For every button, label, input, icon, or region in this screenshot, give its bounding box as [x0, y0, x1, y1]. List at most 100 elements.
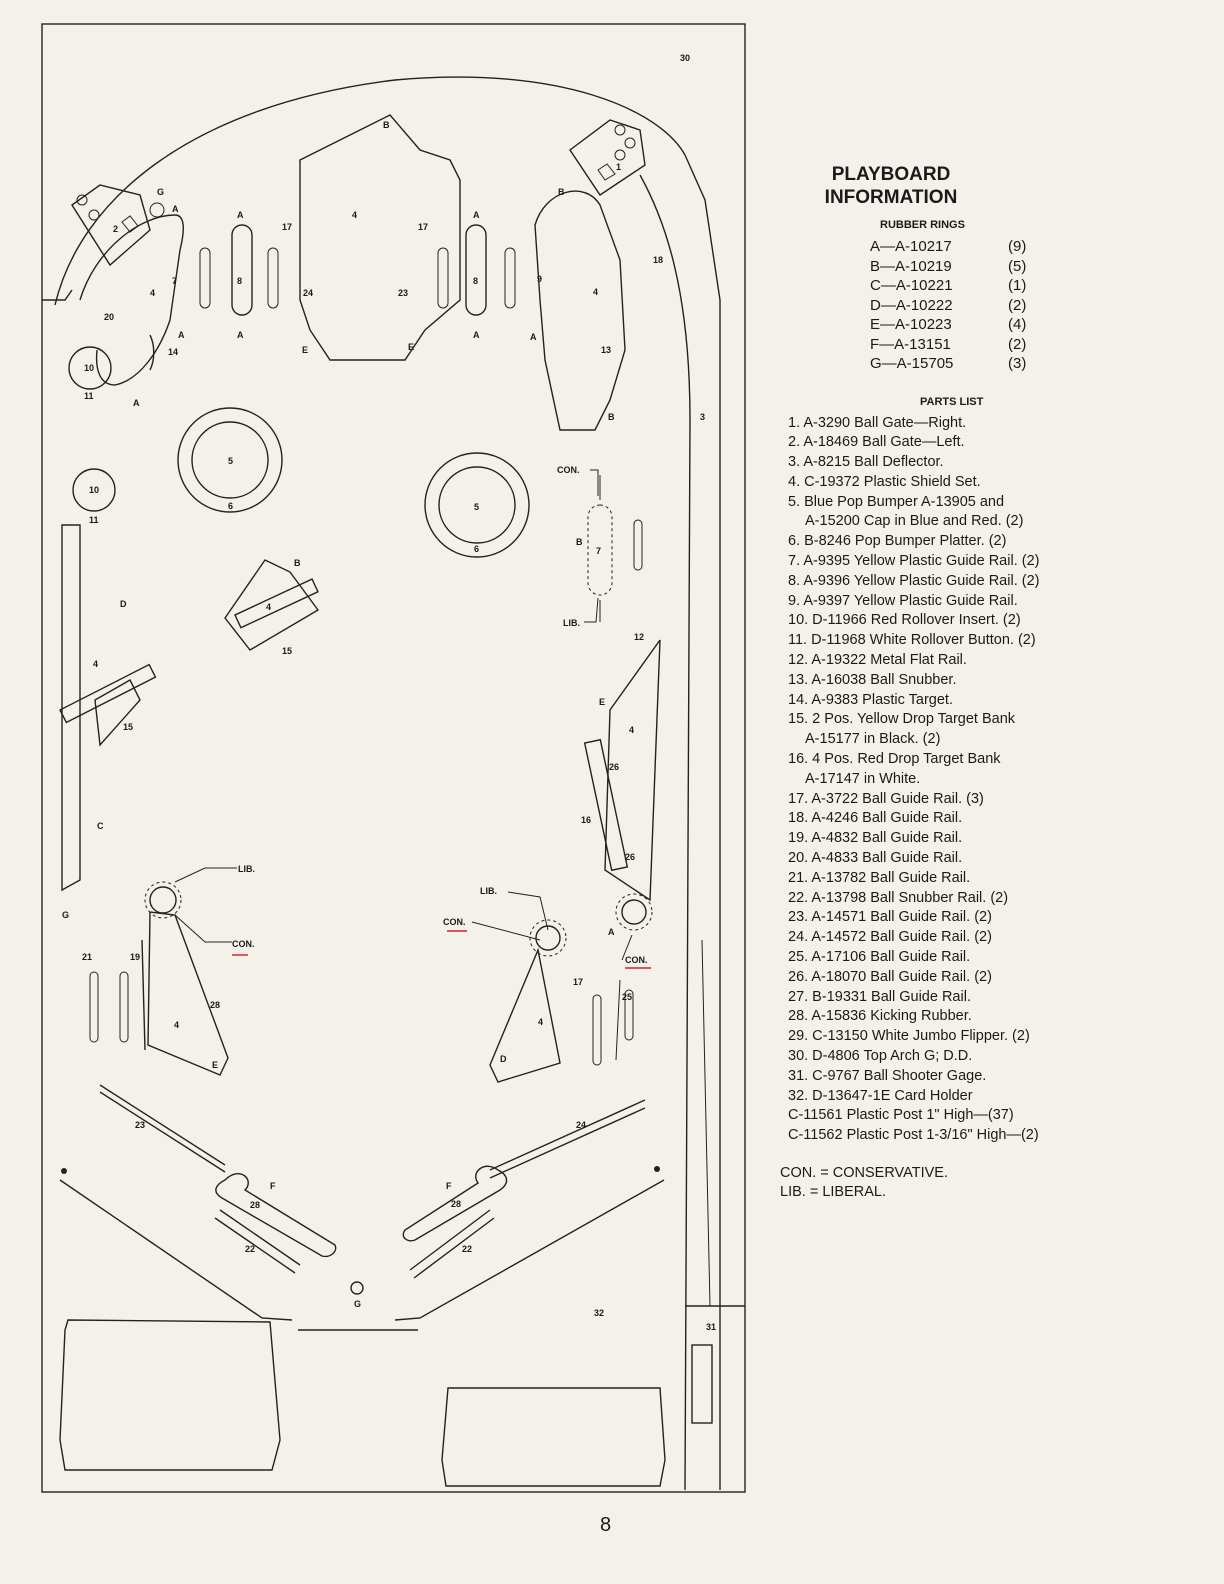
- title-line-1: PLAYBOARD: [831, 164, 951, 185]
- left-side-rail: [61, 524, 81, 892]
- label-10a: 10: [84, 363, 94, 373]
- card-holder-slot: [691, 1344, 713, 1424]
- letter-B2: B: [558, 187, 565, 197]
- label-14: 14: [168, 347, 178, 357]
- letter-A3: A: [473, 210, 480, 220]
- letter-A2: A: [237, 210, 244, 220]
- ring-code: G—A-15705: [870, 355, 954, 372]
- letter-A5: A: [237, 330, 244, 340]
- part-item-continued: A-17147 in White.: [805, 770, 921, 787]
- ring-qty: (5): [1008, 257, 1027, 275]
- ring-qty: (3): [1008, 355, 1027, 372]
- rollover-button-upper: [68, 346, 112, 390]
- left-outlane-guide: [59, 1179, 293, 1321]
- label-4g: 4: [174, 1020, 179, 1030]
- letter-B1: B: [383, 120, 390, 130]
- label-28b: 28: [250, 1200, 260, 1210]
- left-drop-target-bank: [59, 663, 157, 724]
- rubber-ring-row: G—A-15705 (3): [870, 354, 1100, 374]
- label-15b: 15: [123, 722, 133, 732]
- left-slingshot: [147, 911, 229, 1076]
- rubber-ring-row: A—A-10217 (9): [870, 237, 1100, 257]
- letter-A7: A: [530, 332, 537, 342]
- left-pop-bumper: [177, 407, 283, 513]
- part-item: 12. A-19322 Metal Flat Rail.: [788, 652, 967, 669]
- label-4f: 4: [629, 725, 634, 735]
- letter-F2: F: [446, 1181, 452, 1191]
- right-top-shield: [534, 190, 626, 431]
- label-2: 2: [113, 224, 118, 234]
- letter-A6: A: [473, 330, 480, 340]
- label-28a: 28: [210, 1000, 220, 1010]
- rubber-rings-list: A—A-10217(9) B—A-10219(5) C—A-10221(1) D…: [770, 237, 1100, 374]
- part-item: 18. A-4246 Ball Guide Rail.: [788, 810, 963, 827]
- part-item: 30. D-4806 Top Arch G; D.D.: [788, 1048, 973, 1064]
- part-item: 14. A-9383 Plastic Target.: [788, 691, 953, 708]
- label-lib-center: LIB.: [480, 886, 497, 896]
- top-arch: [54, 76, 686, 306]
- label-con-right: CON.: [625, 955, 648, 965]
- letter-D1: D: [120, 599, 127, 609]
- letter-A9: A: [608, 927, 615, 937]
- playfield-border: [41, 23, 746, 1493]
- label-28c: 28: [451, 1199, 461, 1209]
- part-item: 25. A-17106 Ball Guide Rail.: [788, 949, 971, 966]
- label-6b: 6: [474, 544, 479, 554]
- part-item: 27. B-19331 Ball Guide Rail.: [788, 988, 971, 1005]
- label-4c: 4: [593, 287, 598, 297]
- part-item: 4. C-19372 Plastic Shield Set.: [788, 473, 981, 490]
- label-30: 30: [680, 53, 690, 63]
- letter-E4: E: [212, 1060, 218, 1070]
- right-ball-gate: [569, 119, 646, 196]
- label-10b: 10: [89, 485, 99, 495]
- part-item: 21. A-13782 Ball Guide Rail.: [788, 869, 971, 886]
- part-item: 5. Blue Pop Bumper A-13905 and: [788, 493, 1005, 510]
- letter-B4: B: [576, 537, 583, 547]
- label-32: 32: [594, 1308, 604, 1318]
- left-flipper: [215, 1173, 337, 1258]
- label-24b: 24: [576, 1120, 586, 1130]
- rubber-ring-row: E—A-10223(4): [870, 315, 1100, 335]
- label-4h: 4: [538, 1017, 543, 1027]
- part-item: 6. B-8246 Pop Bumper Platter. (2): [788, 533, 1007, 550]
- label-4a: 4: [150, 288, 155, 298]
- right-flipper: [402, 1165, 508, 1242]
- label-con-left: CON.: [232, 939, 255, 949]
- label-13: 13: [601, 345, 611, 355]
- part-item: 26. A-18070 Ball Guide Rail. (2): [788, 968, 992, 985]
- label-23a: 23: [135, 1120, 145, 1130]
- letter-B3: B: [608, 412, 615, 422]
- right-slingshot: [489, 947, 561, 1083]
- label-26b: 26: [625, 852, 635, 862]
- ring-code: B—A-10219: [870, 257, 952, 275]
- part-item: 22. A-13798 Ball Snubber Rail. (2): [788, 889, 1009, 906]
- ring-qty: (4): [1008, 316, 1027, 333]
- four-bank-drop-target: [583, 738, 629, 872]
- part-item: 1. A-3290 Ball Gate—Right.: [788, 414, 967, 431]
- center-drop-target-shield: [224, 559, 320, 651]
- letter-E2: E: [408, 342, 414, 352]
- label-22a: 22: [245, 1244, 255, 1254]
- label-lib-left: LIB.: [238, 864, 255, 874]
- label-4e: 4: [93, 659, 98, 669]
- label-4b: 4: [352, 210, 357, 220]
- label-4d: 4: [266, 602, 271, 612]
- label-5b: 5: [474, 502, 479, 512]
- part-item: 19. A-4832 Ball Guide Rail.: [788, 830, 963, 847]
- right-flat-rail: [604, 639, 661, 902]
- label-17c: 17: [573, 977, 583, 987]
- part-item-continued: A-15177 in Black. (2): [805, 731, 941, 748]
- right-pop-bumper: [424, 452, 530, 558]
- part-item: 28. A-15836 Kicking Rubber.: [788, 1008, 972, 1025]
- ring-qty: (9): [1008, 238, 1027, 255]
- ring-code: A—A-10217: [870, 238, 952, 255]
- rubber-ring-row: F—A-13151(2): [870, 335, 1100, 355]
- label-17a: 17: [282, 222, 292, 232]
- shooter-gauge: [701, 939, 711, 1307]
- label-7a: 7: [172, 276, 177, 286]
- label-8a: 8: [237, 276, 242, 286]
- letter-E3: E: [599, 697, 605, 707]
- legend-lib: LIB. = LIBERAL.: [780, 1183, 886, 1200]
- part-item: 17. A-3722 Ball Guide Rail. (3): [788, 790, 984, 807]
- letter-A8: A: [133, 398, 140, 408]
